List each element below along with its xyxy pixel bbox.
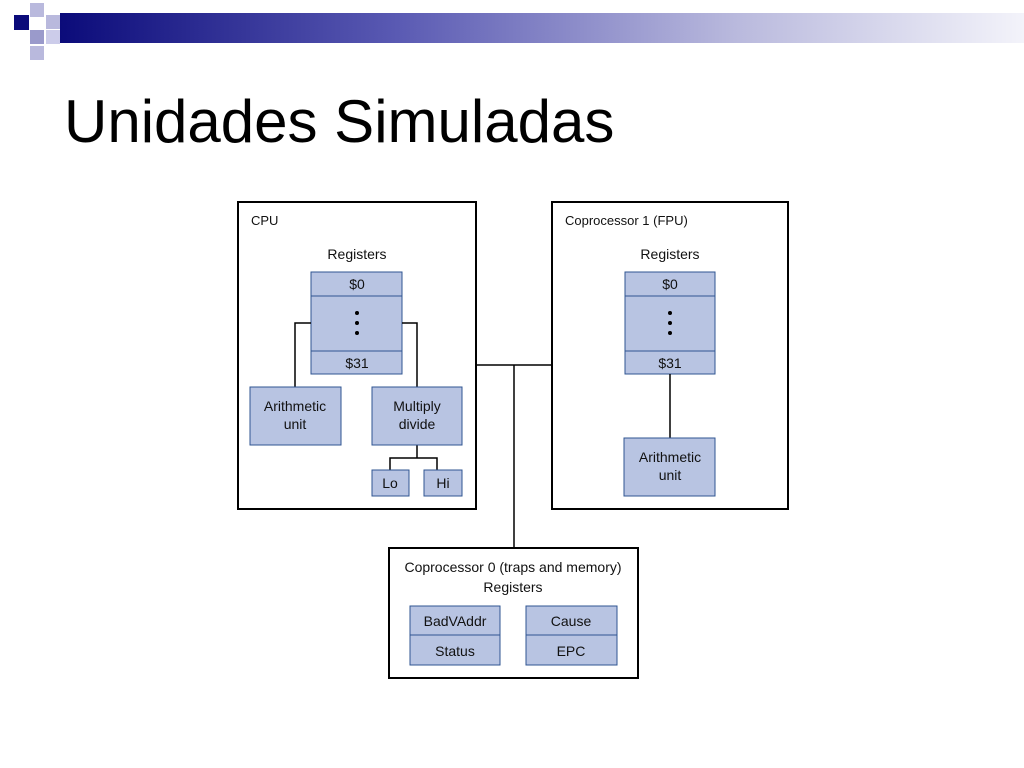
cpu-muldiv-line1: Multiply [393, 398, 440, 414]
cpu-wire-to-muldiv [402, 322, 418, 387]
slide-banner [14, 3, 1024, 60]
cpu-reg-dot-1 [355, 311, 359, 315]
slide-title: Unidades Simuladas [64, 88, 615, 155]
cpu-reg-dot-2 [355, 321, 359, 325]
cop0-epc: EPC [557, 643, 586, 659]
cpu-label: CPU [251, 213, 278, 228]
cpu-hi-register [423, 469, 463, 497]
banner-gradient-bar [60, 13, 1024, 43]
cop0-label: Coprocessor 0 (traps and memory) [404, 559, 621, 575]
fpu-arith-line1: Arithmetic [639, 449, 701, 465]
banner-square-dark [14, 15, 29, 30]
fpu-registers-label: Registers [640, 246, 699, 262]
fpu-reg-last: $31 [658, 355, 682, 371]
fpu-arith-line2: unit [659, 467, 682, 483]
cpu-lo-label: Lo [382, 475, 398, 491]
cpu-registers-label: Registers [327, 246, 386, 262]
cpu-hi-label: Hi [436, 475, 449, 491]
fpu-reg-first: $0 [662, 276, 678, 292]
fpu-reg-dot-2 [668, 321, 672, 325]
cpu-reg-last: $31 [345, 355, 369, 371]
cpu-reg-first: $0 [349, 276, 365, 292]
cop0-cause: Cause [551, 613, 592, 629]
fpu-reg-dot-3 [668, 331, 672, 335]
cpu-muldiv-line2: divide [399, 416, 436, 432]
cop0-badvaddr: BadVAddr [424, 613, 487, 629]
cpu-wire-to-lo-hi [389, 445, 438, 470]
cpu-reg-dot-3 [355, 331, 359, 335]
cpu-lo-register [371, 469, 410, 497]
fpu-arithmetic-unit [623, 437, 716, 497]
fpu-label: Coprocessor 1 (FPU) [565, 213, 688, 228]
cpu-arith-line2: unit [284, 416, 307, 432]
cpu-wire-to-arith [294, 322, 311, 387]
banner-square-light-2 [46, 15, 60, 29]
banner-square-light-4 [46, 30, 60, 44]
fpu-reg-dot-1 [668, 311, 672, 315]
cpu-multiply-divide [371, 386, 463, 446]
banner-square-light-5 [30, 46, 44, 60]
cop0-status: Status [435, 643, 475, 659]
banner-square-light-1 [30, 3, 44, 17]
banner-square-light-3 [30, 30, 44, 44]
cpu-arith-line1: Arithmetic [264, 398, 326, 414]
cpu-arithmetic-unit [249, 386, 342, 446]
cop0-registers-label: Registers [483, 579, 542, 595]
